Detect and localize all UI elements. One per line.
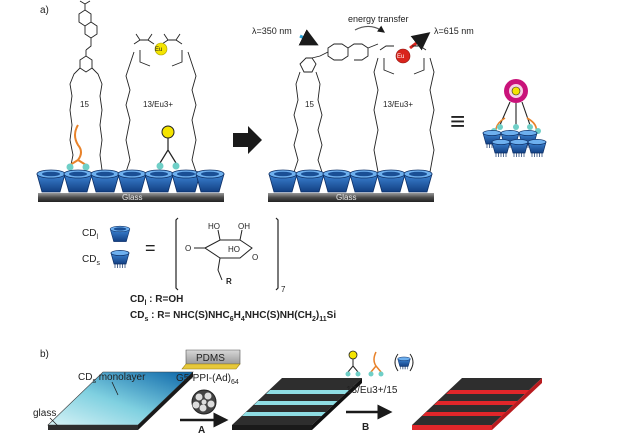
process-arrow-a — [233, 126, 262, 154]
eu-label-left: Eu — [155, 47, 162, 53]
glass-label-left: Glass — [122, 193, 142, 202]
yellow-ligand-cartoon — [156, 125, 180, 170]
cd-cups-right — [268, 169, 433, 193]
panel-b-label: b) — [40, 349, 49, 360]
glucose-oh-1: OH — [238, 222, 250, 231]
left-label-15: 15 — [80, 100, 89, 109]
glucose-ho-2: HO — [228, 245, 240, 254]
step-a-label: A — [198, 425, 205, 436]
left-label-13eu: 13/Eu3+ — [143, 100, 173, 109]
emission-label: λ=615 nm — [434, 26, 474, 36]
glucose-repeat-unit: HO OH HO O O R 7 — [175, 217, 286, 294]
cd-legend: CDl CDs = — [82, 225, 156, 269]
reagent-icons — [345, 350, 414, 377]
repeat-subscript: 7 — [281, 285, 286, 294]
glucose-o-left: O — [185, 244, 191, 253]
cds-monolayer-label: CDs monolayer — [78, 372, 146, 385]
right-host-guest-scheme: λ=350 nm energy transfer λ=615 nm Eu 15 … — [252, 14, 474, 202]
excitation-label: λ=350 nm — [252, 26, 292, 36]
pdms-label: PDMS — [196, 353, 225, 364]
equation-cdl: CDl : R=OH — [130, 294, 183, 307]
right-label-13eu: 13/Eu3+ — [383, 100, 413, 109]
monolayer-pointer — [111, 381, 119, 396]
energy-transfer-arrow — [354, 25, 385, 33]
step-b-label: B — [362, 422, 369, 433]
guest-15-structure — [69, 0, 103, 171]
glass-label-right: Glass — [336, 193, 356, 202]
assembly-cartoon — [482, 79, 547, 158]
pdms-stamp: PDMS — [181, 349, 241, 370]
glucose-ho-1: HO — [208, 222, 220, 231]
legend-cdl: CDl — [82, 228, 98, 241]
equivalence-symbol: ≡ — [450, 106, 465, 136]
stamp-ink-label: G5-PPI-(Ad)64 — [176, 373, 239, 386]
glucose-o-ring: O — [252, 253, 258, 262]
dendrimer-icon — [191, 389, 217, 415]
eu-red-center — [395, 48, 411, 64]
equation-cds: CDs : R= NHC(S)NHC6H4NHC(S)NH(CH2)11Si — [130, 310, 336, 323]
glass-label-b: glass — [33, 408, 56, 419]
legend-cds: CDs — [82, 254, 100, 267]
panel-a-label: a) — [40, 5, 49, 16]
energy-transfer-label: energy transfer — [348, 14, 409, 24]
orange-ligand-cartoon — [66, 124, 90, 171]
patterned-slab-cyan — [232, 378, 362, 430]
eu-yellow-center — [154, 42, 168, 56]
reagents-label: 13/Eu3+/15 — [346, 385, 398, 396]
eu-label-right: Eu — [397, 54, 404, 60]
cds-monolayer-slab — [47, 371, 194, 430]
glucose-r: R — [226, 277, 232, 286]
excitation-arrow — [298, 29, 319, 46]
complex-13-eu-structure — [125, 33, 197, 173]
patterned-slab-red — [412, 378, 542, 430]
left-host-guest-scheme: 15 Eu 13/Eu3+ — [36, 0, 225, 202]
glass-slide-right — [268, 193, 434, 202]
legend-equals: = — [145, 238, 156, 258]
cd-cups-left — [36, 169, 225, 193]
glass-slide-left — [38, 193, 224, 202]
right-molecular-structure — [293, 43, 435, 173]
right-label-15: 15 — [305, 100, 314, 109]
glass-pointer — [49, 417, 59, 427]
